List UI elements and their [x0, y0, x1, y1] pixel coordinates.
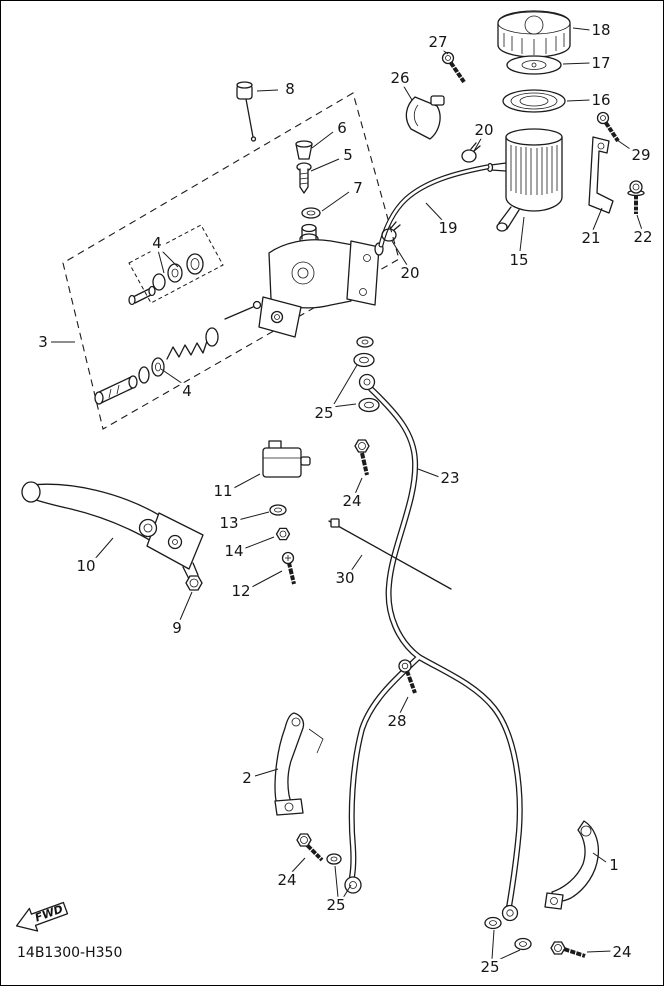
callout-24-c: 24 [610, 942, 634, 961]
callout-3: 3 [36, 332, 50, 351]
callout-18: 18 [589, 20, 613, 39]
callout-24-a: 24 [340, 491, 364, 510]
callout-9: 9 [170, 618, 184, 637]
callout-19: 19 [436, 218, 460, 237]
callout-24-b: 24 [275, 870, 299, 889]
bracket-21-drawing [588, 136, 614, 214]
callout-7: 7 [351, 178, 365, 197]
callout-25-a: 25 [312, 403, 336, 422]
reservoir-drawing [486, 128, 563, 232]
bolt-29-drawing [596, 111, 620, 143]
kit-box-3 [62, 92, 400, 430]
washers-25c [484, 916, 532, 951]
callout-26: 26 [388, 68, 412, 87]
callout-25-b: 25 [324, 895, 348, 914]
nut-14-drawing [275, 527, 291, 541]
bolt-24b-drawing [296, 833, 324, 862]
brake-hose-23 [344, 373, 523, 922]
callout-5: 5 [341, 145, 355, 164]
callout-20-a: 20 [472, 120, 496, 139]
callout-6: 6 [335, 118, 349, 137]
master-cylinder-drawing [258, 223, 384, 348]
washer-13-drawing [269, 504, 287, 516]
screw-27-drawing [441, 51, 466, 84]
clamp-20b-drawing [381, 221, 401, 242]
boot-6-drawing [295, 140, 313, 160]
washers-25a [353, 352, 380, 413]
callout-4-a: 4 [150, 233, 164, 252]
fwd-arrow [15, 901, 69, 932]
callout-13: 13 [217, 513, 241, 532]
hose-19-drawing [378, 164, 490, 248]
brake-switch-11 [262, 440, 311, 478]
bolt-24c-drawing [550, 941, 586, 959]
seal-kit-4b [94, 300, 262, 405]
bracket-2-drawing [274, 712, 324, 816]
callout-17: 17 [589, 53, 613, 72]
part-8-drawing [236, 81, 257, 142]
callout-16: 16 [589, 90, 613, 109]
clamp-26-drawing [405, 95, 445, 140]
callout-14: 14 [222, 541, 246, 560]
callout-30: 30 [333, 568, 357, 587]
callout-2: 2 [240, 768, 254, 787]
nut-9-drawing [185, 575, 203, 591]
callout-12: 12 [229, 581, 253, 600]
callout-22: 22 [631, 227, 655, 246]
seal-kit-4a [128, 253, 204, 306]
callout-21: 21 [579, 228, 603, 247]
washer-7-drawing [301, 207, 321, 219]
callout-4-b: 4 [180, 381, 194, 400]
diaphragm-drawing [502, 89, 566, 113]
washers-25b [326, 853, 342, 865]
callout-20-b: 20 [398, 263, 422, 282]
callout-29: 29 [629, 145, 653, 164]
callout-1: 1 [607, 855, 621, 874]
callout-25-c: 25 [478, 957, 502, 976]
cable-tie-30 [328, 518, 452, 590]
bolt-22-drawing [627, 180, 645, 214]
callout-23: 23 [438, 468, 462, 487]
reservoir-cap-drawing [497, 10, 571, 58]
bracket-1-drawing [544, 820, 600, 910]
callout-15: 15 [507, 250, 531, 269]
banjo-bolt-24a [354, 439, 371, 476]
callout-27: 27 [426, 32, 450, 51]
callout-28: 28 [385, 711, 409, 730]
lever-10-drawing [21, 481, 204, 580]
bleeder-5-drawing [296, 162, 312, 194]
bolt-28-drawing [398, 659, 417, 694]
callout-8: 8 [283, 79, 297, 98]
diagram-part-code: 14B1300-H350 [17, 945, 123, 961]
cap-plate-drawing [506, 55, 562, 75]
leader-lines [51, 27, 643, 961]
screw-12-drawing [281, 551, 297, 585]
callout-10: 10 [74, 556, 98, 575]
callout-11: 11 [211, 481, 235, 500]
